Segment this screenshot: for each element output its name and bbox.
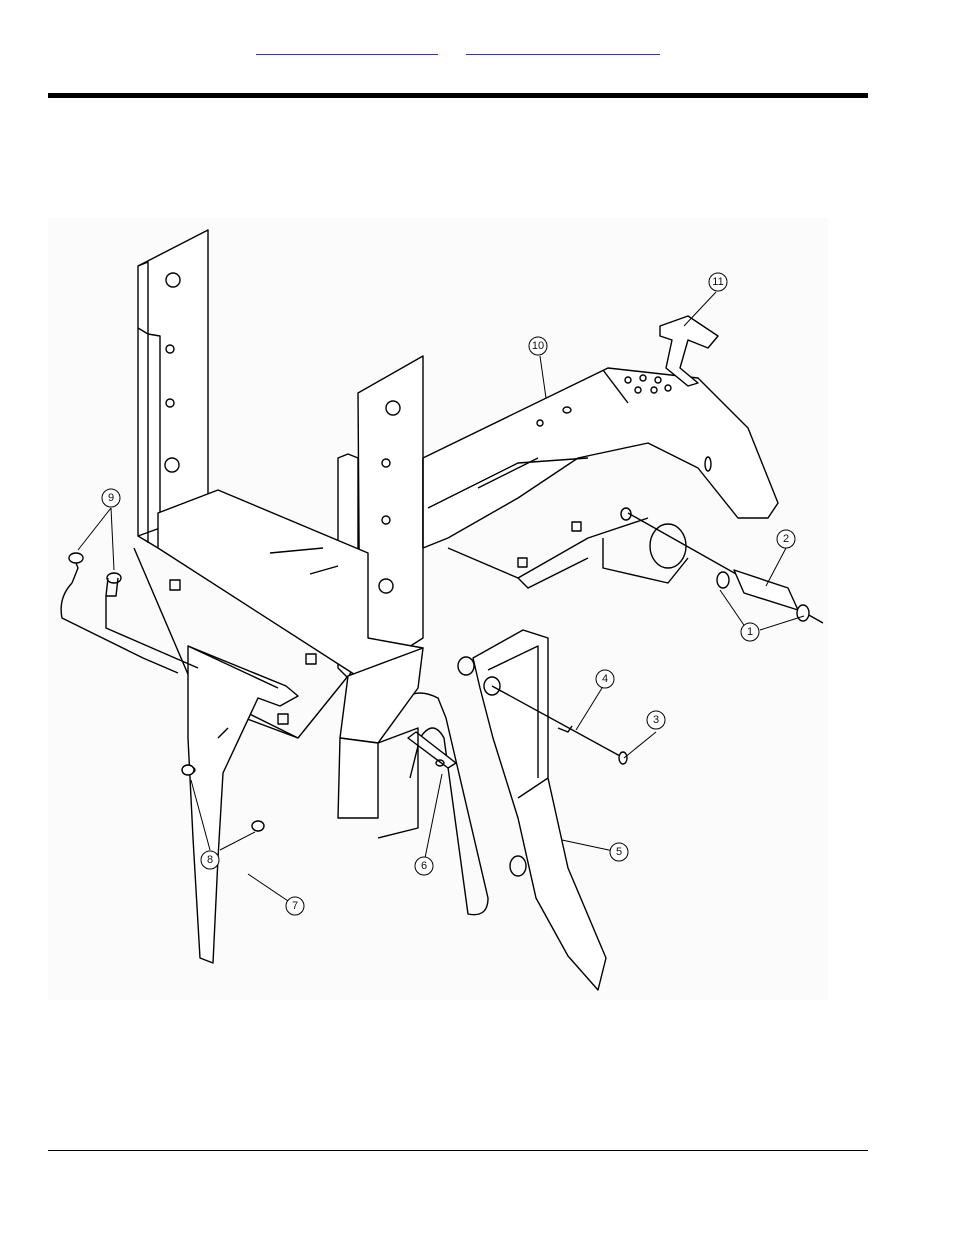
- callout-11: 11: [709, 273, 727, 291]
- shank: [458, 630, 606, 990]
- callout-10: 10: [529, 337, 547, 355]
- header-link-1[interactable]: [256, 38, 438, 55]
- callout-number: 1: [747, 626, 753, 638]
- callout-3: 3: [647, 711, 665, 729]
- header-rule: [48, 93, 868, 98]
- callout-number: 2: [783, 533, 789, 545]
- parts-exploded-drawing: 11 10 2 1 3 4 5 6 7 8 9: [48, 218, 828, 1000]
- callout-number: 6: [421, 860, 427, 872]
- callout-number: 8: [207, 854, 213, 866]
- callout-8: 8: [201, 851, 219, 869]
- shield: [187, 646, 298, 963]
- callout-4: 4: [596, 670, 614, 688]
- callout-number: 3: [653, 714, 659, 726]
- exploded-view-svg: 11 10 2 1 3 4 5 6 7 8 9: [48, 218, 828, 1000]
- main-arm: [423, 368, 778, 588]
- callout-number: 11: [712, 276, 723, 288]
- callout-number: 7: [292, 900, 298, 912]
- footer-rule: [48, 1150, 868, 1151]
- pivot-pin: [628, 513, 823, 623]
- callout-number: 9: [108, 492, 114, 504]
- callout-number: 4: [602, 673, 608, 685]
- lower-body: [338, 648, 423, 838]
- callout-1: 1: [741, 623, 759, 641]
- callout-number: 10: [532, 340, 544, 352]
- callout-6: 6: [415, 857, 433, 875]
- small-pin: [408, 732, 456, 768]
- callout-7: 7: [286, 897, 304, 915]
- callout-9: 9: [102, 489, 120, 507]
- callout-number: 5: [616, 846, 622, 858]
- callout-5: 5: [610, 843, 628, 861]
- header-link-2[interactable]: [466, 38, 660, 55]
- callout-2: 2: [777, 530, 795, 548]
